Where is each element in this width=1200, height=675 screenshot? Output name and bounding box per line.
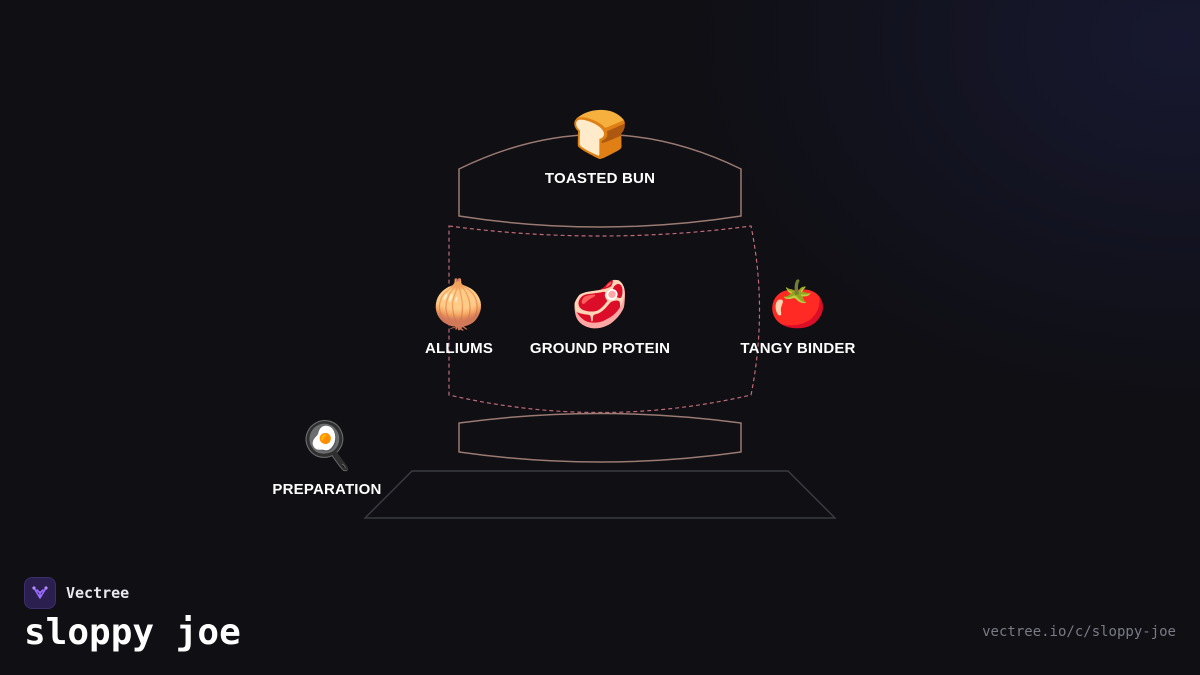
- page-title: sloppy joe: [24, 612, 241, 653]
- node-alliums: 🧅 ALLIUMS: [369, 276, 549, 357]
- brand-name: Vectree: [66, 584, 130, 602]
- bread-icon: 🍞: [571, 108, 629, 160]
- tomato-icon: 🍅: [769, 278, 827, 330]
- filling-shape: [448, 225, 761, 414]
- node-label: TANGY BINDER: [740, 340, 856, 357]
- page-url: vectree.io/c/sloppy-joe: [982, 624, 1176, 640]
- node-label: PREPARATION: [272, 481, 382, 498]
- onion-icon: 🧅: [430, 278, 488, 330]
- brand: Vectree: [24, 577, 129, 609]
- node-label: ALLIUMS: [424, 340, 494, 357]
- frying-pan-icon: 🍳: [298, 419, 356, 471]
- vectree-logo-icon: [24, 577, 56, 609]
- node-ground-protein: 🥩 GROUND PROTEIN: [510, 276, 690, 357]
- plate-shape: [363, 470, 837, 519]
- node-label: GROUND PROTEIN: [529, 340, 671, 357]
- node-label: TOASTED BUN: [544, 170, 656, 187]
- node-tangy-binder: 🍅 TANGY BINDER: [708, 276, 888, 357]
- node-preparation: 🍳 PREPARATION: [237, 417, 417, 498]
- top-bun-shape: [458, 133, 742, 228]
- meat-icon: 🥩: [571, 278, 629, 330]
- node-toasted-bun: 🍞 TOASTED BUN: [510, 106, 690, 187]
- bottom-bun-shape: [458, 412, 742, 463]
